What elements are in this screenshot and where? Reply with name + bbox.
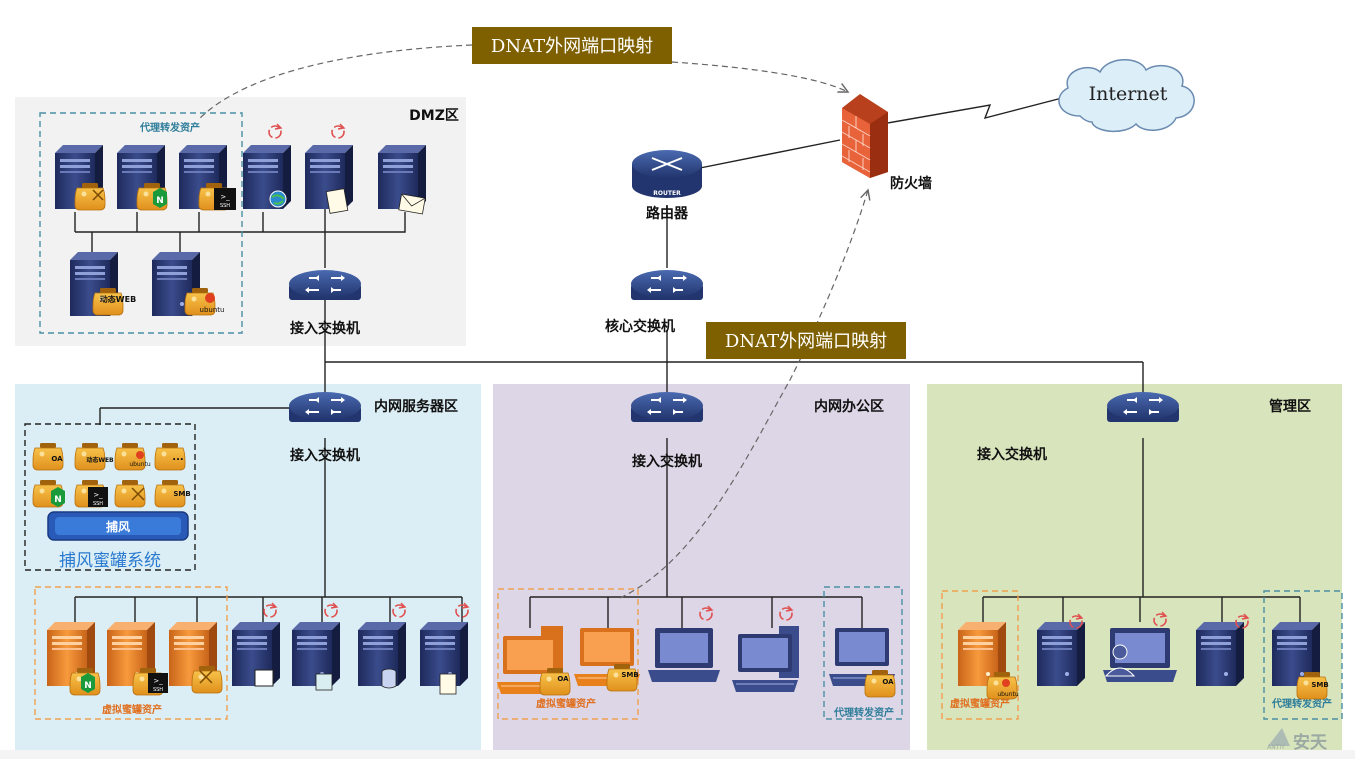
web-tag: 动态WEB [100, 294, 136, 304]
document-icon [439, 673, 457, 695]
terminal-icon [88, 487, 108, 507]
tomcat-icon [199, 670, 213, 684]
mgmt-proxy-group [1263, 590, 1343, 720]
dmz-switch: 接入交换机 [288, 269, 362, 337]
ssh-tag: SSH [153, 687, 163, 693]
laptop [648, 628, 720, 682]
router: ROUTER 路由器 [632, 150, 702, 222]
office-switch: 接入交换机 [630, 391, 704, 470]
svg-text:>_: >_ [153, 677, 163, 685]
tomcat-icon [131, 487, 145, 501]
user-icon [1104, 667, 1136, 677]
router-label: 路由器 [646, 205, 689, 222]
smb-tag: SMB [621, 671, 638, 679]
office-zone-title: 内网办公区 [814, 398, 884, 415]
firewall-label: 防火墙 [890, 175, 932, 192]
dmz-switch-label: 接入交换机 [290, 320, 360, 337]
more-tag: ... [172, 452, 183, 463]
dmz-proxy-label: 代理转发资产 [139, 121, 200, 134]
svg-text:N: N [156, 196, 164, 206]
smb-tag: SMB [173, 490, 190, 498]
smb-tag: SMB [1311, 681, 1328, 689]
oa-tag: OA [882, 678, 894, 686]
internet-label: Internet [1089, 83, 1168, 105]
ubuntu-icon [205, 293, 215, 303]
oa-tag: OA [557, 675, 569, 683]
office-switch-label: 接入交换机 [632, 453, 702, 470]
server [1037, 622, 1085, 686]
server-virtual-label: 虚拟蜜罐资产 [102, 703, 162, 716]
banner-middle-label: DNAT外网端口映射 [725, 331, 887, 352]
ubuntu-icon [1002, 679, 1010, 687]
terminal-icon [214, 188, 236, 210]
image-icon [315, 673, 333, 691]
server-virtual-group [34, 586, 228, 720]
office-virtual-label: 虚拟蜜罐资产 [536, 697, 596, 710]
admin-laptop [1103, 628, 1177, 682]
ubuntu-icon [136, 451, 144, 459]
office-proxy-label: 代理转发资产 [833, 706, 894, 719]
watermark-text: 安天 [1293, 732, 1328, 753]
router-badge: ROUTER [653, 190, 681, 197]
printer-icon [254, 669, 274, 687]
mgmt-proxy-label: 代理转发资产 [1271, 697, 1332, 710]
banner-middle: DNAT外网端口映射 [706, 322, 906, 359]
honeypot-pc [496, 626, 564, 695]
nginx-icon [153, 188, 167, 208]
svg-text:N: N [84, 681, 92, 691]
honeypot-system-group [24, 423, 196, 571]
mgmt-switch: 接入交换机 [977, 391, 1180, 463]
desktop-pc [731, 626, 799, 693]
office-virtual-group [497, 588, 639, 720]
terminal-icon [148, 673, 168, 693]
server-switch-label: 接入交换机 [290, 447, 360, 464]
honeypot-brand: 捕风 [106, 519, 130, 534]
ssh-tag: SSH [220, 203, 230, 209]
server-switch: 接入交换机 [288, 391, 362, 464]
core-switch-label: 核心交换机 [605, 318, 675, 335]
ubuntu-tag: ubuntu [200, 306, 225, 314]
server-zone-title: 内网服务器区 [374, 398, 458, 415]
ubuntu-tag: ubuntu [997, 691, 1019, 698]
watermark-sub: ANTIY [1267, 744, 1285, 751]
banner-top-label: DNAT外网端口映射 [491, 36, 653, 57]
oa-tag: OA [51, 455, 63, 463]
ubuntu-tag: ubuntu [129, 461, 151, 468]
ssh-tag: SSH [93, 501, 103, 507]
tomcat-icon [92, 189, 104, 201]
dmz-title: DMZ区 [409, 108, 459, 124]
mgmt-switch-label: 接入交换机 [977, 446, 1047, 463]
svg-text:>_: >_ [220, 193, 230, 201]
dmz-proxy-group [39, 112, 243, 334]
mgmt-virtual-label: 虚拟蜜罐资产 [950, 697, 1010, 710]
svg-text:N: N [54, 495, 62, 505]
mgmt-virtual-group [941, 590, 1019, 720]
document-icon [325, 188, 349, 214]
svg-text:>_: >_ [93, 491, 103, 499]
banner-top: DNAT外网端口映射 [472, 27, 672, 64]
nginx-icon [51, 487, 65, 507]
honeypot-system-label: 捕风蜜罐系统 [59, 551, 161, 571]
internet-cloud: Internet [1058, 59, 1195, 133]
nginx-icon [81, 673, 95, 693]
office-proxy-group [823, 586, 903, 720]
web-tag: 动态WEB [86, 456, 114, 464]
server [1196, 622, 1244, 686]
firewall: 防火墙 [841, 94, 932, 192]
watermark-logo: 安天 ANTIY [1267, 728, 1328, 753]
mgmt-zone-title: 管理区 [1269, 398, 1311, 415]
core-switch: 核心交换机 [605, 269, 704, 335]
